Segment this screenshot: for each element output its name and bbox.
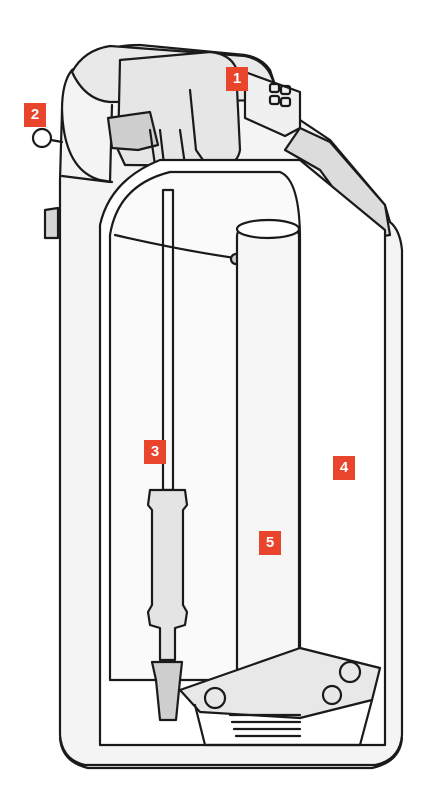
distributor [146, 488, 189, 662]
callout-marker-1: 1 [226, 67, 248, 91]
bypass-knob [31, 127, 53, 149]
brine-well [235, 226, 301, 700]
button-icon [268, 94, 281, 106]
callout-marker-2: 2 [24, 103, 46, 127]
valve-assembly [106, 110, 160, 152]
distributor-basket [150, 660, 184, 722]
salt-grid-base [193, 698, 374, 747]
grid-hole [338, 660, 362, 684]
cabinet-base [58, 736, 404, 770]
grid-hole [203, 686, 227, 710]
button-icon [279, 96, 292, 108]
callout-marker-3: 3 [144, 440, 166, 464]
grid-hole [321, 684, 343, 706]
bypass-stem [49, 138, 64, 144]
brine-well-top [235, 218, 301, 240]
side-latch [43, 206, 60, 240]
callout-marker-5: 5 [259, 531, 281, 555]
grid-ribs [228, 713, 302, 738]
button-icon [279, 84, 292, 96]
callout-marker-4: 4 [333, 456, 355, 480]
brine-line [113, 233, 237, 260]
button-icon [268, 82, 281, 94]
